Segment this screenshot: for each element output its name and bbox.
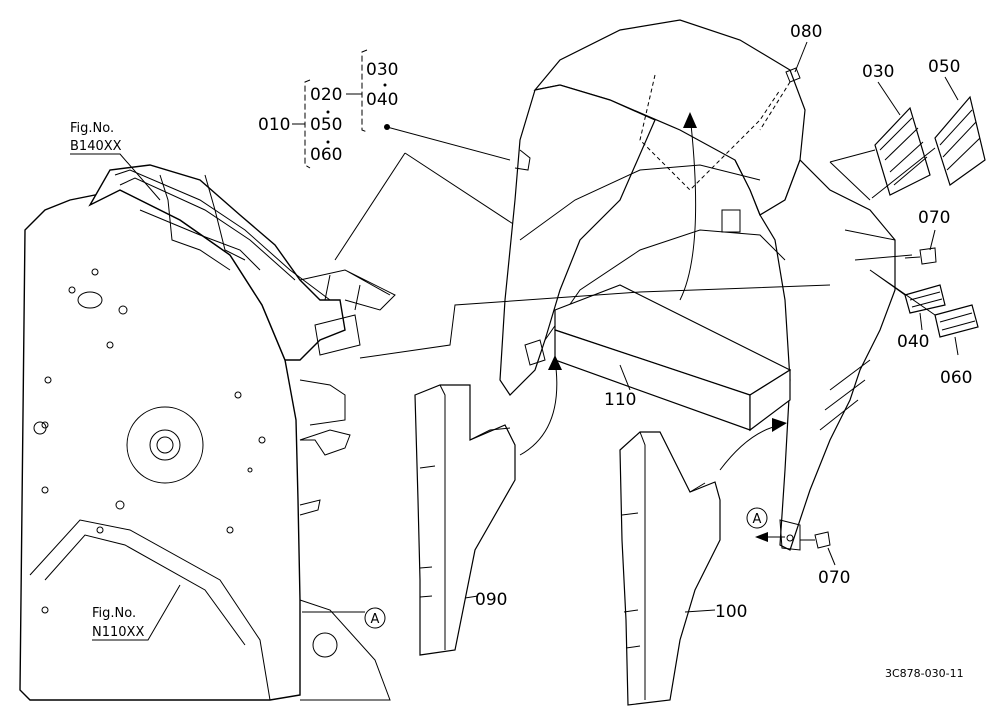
part-030-group: 030 xyxy=(366,60,398,80)
part-110: 110 xyxy=(604,390,636,410)
part-070-bottom-bolt: 070 xyxy=(800,531,850,588)
fig-b-code: B140XX xyxy=(70,139,122,154)
part-050-group: 050 xyxy=(310,115,342,135)
part-020: 020 xyxy=(310,85,342,105)
callout-a-left-text: A xyxy=(371,612,380,627)
fig-n-code: N110XX xyxy=(92,625,144,640)
part-050-decal: 050 xyxy=(928,57,960,77)
part-100: 100 xyxy=(715,602,747,622)
fig-n-label: Fig.No. xyxy=(92,606,136,621)
part-090-foam: 090 xyxy=(414,355,562,656)
decal-060: 060 xyxy=(869,269,979,388)
part-030-decal: 030 xyxy=(862,62,894,82)
callout-a-left: A xyxy=(302,607,386,629)
part-110-pad: 110 xyxy=(359,284,831,432)
part-060-decal: 060 xyxy=(940,368,972,388)
part-070-bottom: 070 xyxy=(818,568,850,588)
part-080: 080 xyxy=(790,22,822,42)
hood-cover xyxy=(499,19,913,551)
callout-a-right-text: A xyxy=(753,512,762,527)
decal-040: 040 xyxy=(897,284,946,352)
part-100-foam: 100 xyxy=(619,418,787,706)
part-group-010: 010 020 050 060 030 040 xyxy=(258,49,531,261)
part-040-decal: 040 xyxy=(897,332,929,352)
drawing-code: 3C878-030-11 xyxy=(885,667,964,680)
callout-a-right: A xyxy=(746,507,785,542)
part-060-group: 060 xyxy=(310,145,342,165)
figure-reference-n110xx: Fig.No. N110XX xyxy=(92,584,181,641)
part-080-bolt: 080 xyxy=(759,22,822,131)
part-070-top-bolt: 070 xyxy=(904,208,950,265)
decal-050: 050 xyxy=(829,57,986,201)
part-040-group: 040 xyxy=(366,90,398,110)
decal-030: 030 xyxy=(862,62,931,196)
figure-reference-b140xx: Fig.No. B140XX xyxy=(70,121,161,201)
part-070-top: 070 xyxy=(918,208,950,228)
part-090: 090 xyxy=(475,590,507,610)
part-010: 010 xyxy=(258,115,290,135)
fig-b-label: Fig.No. xyxy=(70,121,114,136)
machine-frame xyxy=(19,164,396,701)
